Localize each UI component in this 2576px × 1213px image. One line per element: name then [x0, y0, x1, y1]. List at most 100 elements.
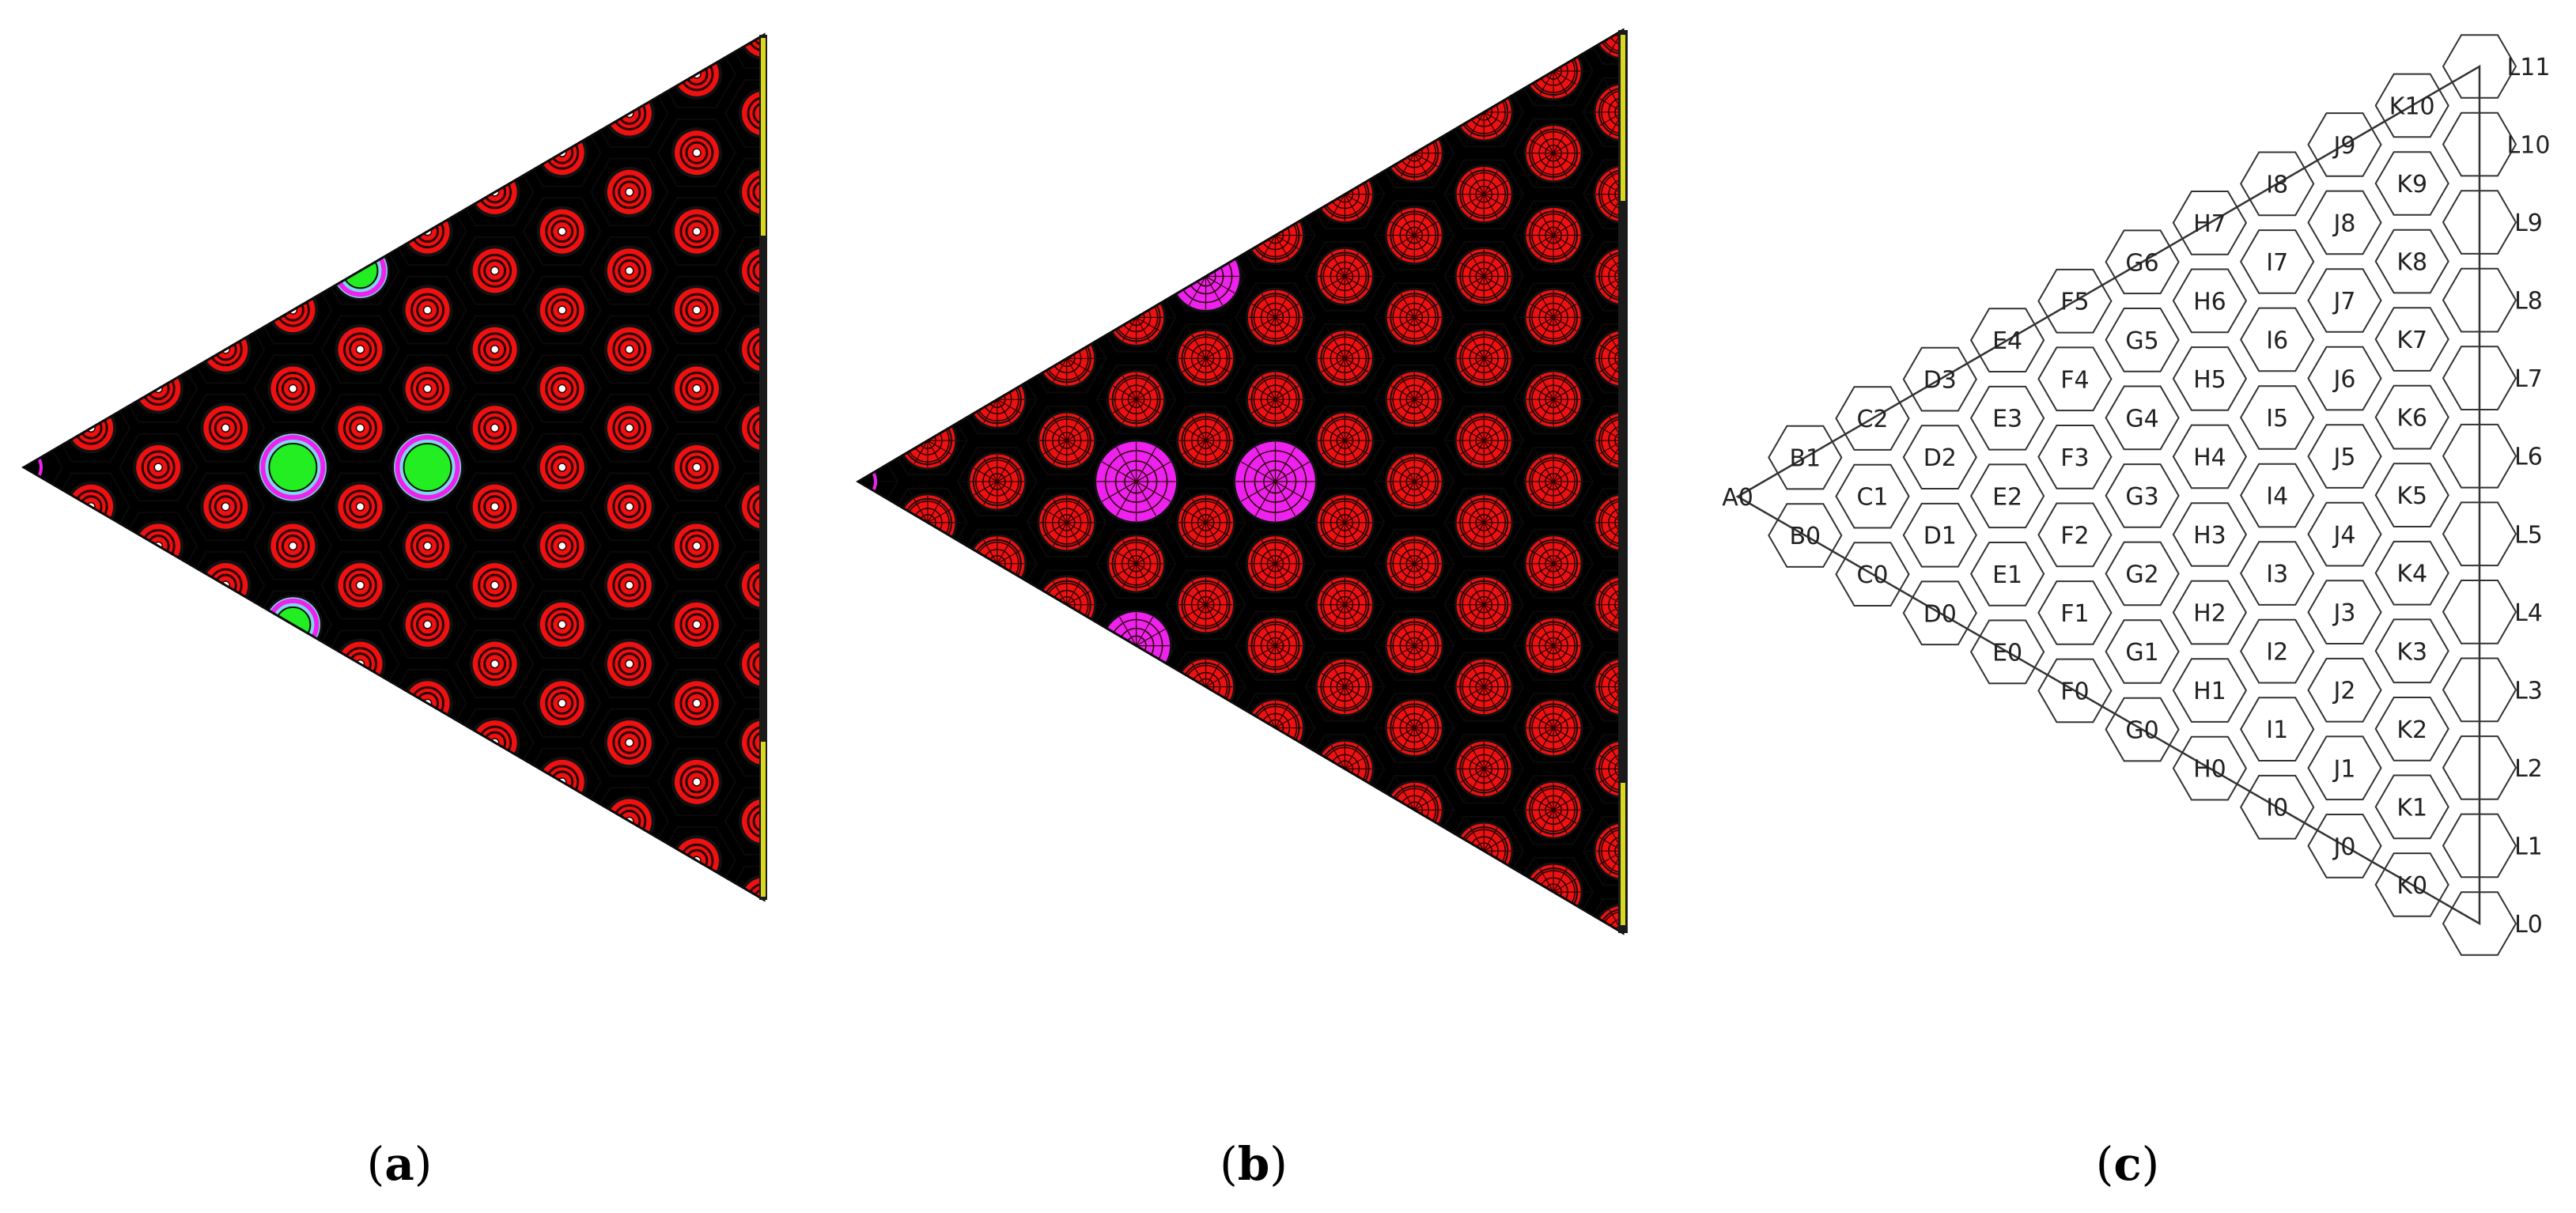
- panel-b-hex-cell: [1374, 446, 1455, 517]
- panel-a-pin-F2: [335, 481, 386, 532]
- panel-a-pin-E3: [267, 363, 319, 414]
- panel-a-hex-cell: [522, 354, 602, 423]
- panel-a-pin-H1: [469, 638, 520, 690]
- panel-a-hex-cell: [388, 275, 467, 345]
- panel-a-hex-cell: [656, 118, 736, 187]
- panel-c-hex-cell: [2374, 618, 2449, 684]
- panel-b-hex-cell: [1582, 323, 1623, 394]
- panel-a-pin-D1: [200, 481, 252, 532]
- panel-a-pin-G5: [402, 285, 453, 336]
- panel-b-hex-cell: [1443, 323, 1525, 394]
- panel-b-hex-cell: [1304, 241, 1386, 312]
- channel-label-L0: L0: [2514, 911, 2543, 939]
- panel-b-pin-F2: [1176, 493, 1236, 553]
- panel-a-wall-yellow-top: [761, 38, 766, 236]
- panel-a-hex-cell: [589, 236, 669, 305]
- panel-b-hex-cell: [1443, 734, 1525, 804]
- channel-label-H4: H4: [2193, 444, 2226, 472]
- panel-b-pin-K9: [1523, 123, 1583, 183]
- panel-b-hex-cell: [1095, 528, 1177, 599]
- channel-label-F4: F4: [2060, 366, 2089, 394]
- panel-a-hex-cell: [253, 433, 333, 502]
- panel-a-pin-H3: [469, 481, 520, 532]
- panel-b-pin-H3: [1314, 493, 1375, 553]
- panel-c-hex-cell: [2374, 463, 2449, 527]
- panel-b-hex-cell: [1374, 282, 1455, 353]
- panel-b-hex-cell: [1582, 405, 1623, 476]
- panel-b-hex-cell: [1582, 487, 1623, 558]
- panel-b-hex-cell: [1304, 569, 1386, 640]
- channel-label-J7: J7: [2332, 288, 2356, 316]
- channel-label-H6: H6: [2193, 288, 2226, 316]
- panel-b-hex-cell: [1095, 364, 1177, 435]
- panel-b-hex-cell: [1443, 569, 1525, 640]
- panel-c-hex-cell: [2442, 501, 2517, 567]
- panel-b-pin-D1: [1037, 493, 1097, 553]
- channel-label-G0: G0: [2125, 717, 2158, 745]
- panel-a-pin-H2: [469, 560, 520, 611]
- panel-a-hex-cell: [724, 79, 764, 148]
- caption-b: (b): [1220, 1137, 1288, 1191]
- panel-b-pin-I7: [1384, 206, 1444, 266]
- panel-b-pin-F4: [1176, 328, 1236, 388]
- panel-a-pin-H6: [469, 245, 520, 297]
- panel-b-wall-yellow-top: [1621, 35, 1625, 201]
- panel-c-hex-cell: [2172, 502, 2248, 567]
- panel-b-hex-cell: [1165, 487, 1246, 558]
- channel-label-L6: L6: [2514, 444, 2543, 471]
- panel-a-pin-G1: [402, 599, 453, 650]
- panel-a-pin-I3: [536, 520, 588, 572]
- channel-label-J5: J5: [2332, 444, 2356, 471]
- panel-b-hex-cell: [1304, 652, 1386, 722]
- panel-c-hex-cell: [2240, 541, 2315, 606]
- panel-c-hex-cell: [2037, 425, 2113, 489]
- panel-c-hex-cell: [1768, 503, 1843, 568]
- panel-a-pin-K4: [671, 520, 722, 572]
- panel-a-pin-J1: [603, 717, 655, 769]
- channel-label-I3: I3: [2266, 561, 2288, 588]
- panel-a-hex-cell: [388, 590, 467, 659]
- panel-a-pin-I5: [536, 363, 588, 414]
- channel-label-F5: F5: [2060, 289, 2089, 316]
- panel-a-pin-J5: [603, 402, 655, 454]
- channel-label-J4: J4: [2332, 522, 2356, 550]
- channel-label-H3: H3: [2193, 522, 2226, 550]
- panel-c-hex-cell: [1902, 580, 1977, 646]
- caption-a: (a): [367, 1137, 433, 1191]
- panel-b-hex-cell: [956, 446, 1038, 517]
- caption-c: (c): [2096, 1137, 2160, 1191]
- panel-a-hex-cell: [455, 236, 535, 305]
- panel-c-hex-cell: [2240, 151, 2315, 217]
- panel-c-hex-cell: [2442, 813, 2517, 879]
- panel-c-hex-cell: [2442, 34, 2517, 99]
- panel-c-hex-cell: [2307, 501, 2382, 567]
- channel-label-F3: F3: [2060, 444, 2089, 472]
- panel-c-hex-cell: [2307, 112, 2382, 177]
- panel-a-pin-C1: [133, 442, 184, 493]
- panel-a-pin-I1: [536, 678, 588, 729]
- panel-b-pin-H2: [1314, 575, 1375, 635]
- channel-label-L8: L8: [2514, 288, 2543, 316]
- panel-b-hex-cell: [1443, 487, 1525, 558]
- panel-b-pin-K6: [1523, 369, 1583, 429]
- panel-a-hex-cell: [320, 315, 400, 384]
- panel-a-pin-H5: [469, 323, 520, 375]
- channel-label-J3: J3: [2332, 599, 2356, 627]
- panel-a-pin-K3: [671, 599, 722, 650]
- channel-label-B0: B0: [1789, 523, 1821, 550]
- channel-label-I6: I6: [2266, 327, 2288, 355]
- panel-b-pin-G3: [1232, 439, 1318, 524]
- panel-a-duct-wall: [759, 35, 767, 900]
- channel-label-K4: K4: [2396, 561, 2427, 588]
- panel-c-hex-cell: [2037, 580, 2113, 645]
- panel-a-pin-model: [21, 32, 767, 902]
- panel-b-pin-E2: [1094, 439, 1179, 524]
- panel-c-hex-cell: [2442, 423, 2517, 489]
- panel-b-pin-J6: [1454, 328, 1514, 388]
- panel-b-pin-I4: [1384, 452, 1444, 512]
- panel-b-pin-F1: [1176, 575, 1236, 635]
- panel-a-hex-cell: [455, 315, 535, 384]
- panel-a-hex-cell: [656, 512, 736, 580]
- panel-b-pin-H6: [1314, 246, 1375, 306]
- panel-b-pin-I6: [1384, 287, 1444, 347]
